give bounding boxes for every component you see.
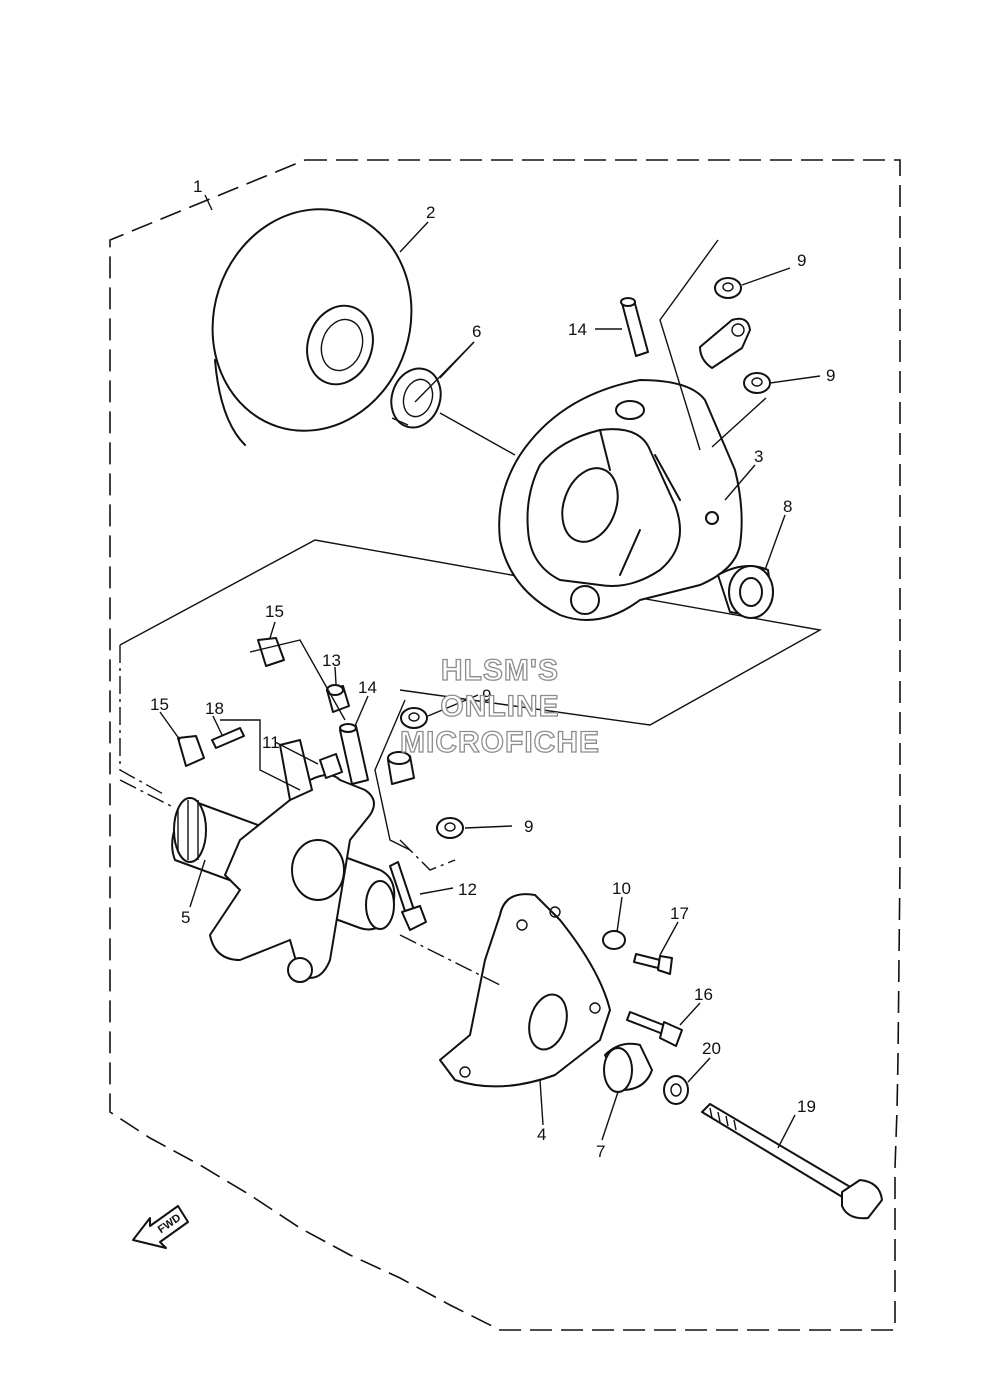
- part-6-bushing: [390, 367, 442, 429]
- part-4-cover: [439, 893, 611, 1088]
- weight-arm: [699, 317, 751, 369]
- callout-9c: 9: [482, 686, 491, 705]
- part-9-washer-c: [400, 707, 428, 729]
- callout-labels: 1 2 3 4 5 6 7 8 9 9 9 9 10 11 12 13 14 1…: [150, 177, 835, 1161]
- callout-3: 3: [754, 447, 763, 466]
- callout-5: 5: [181, 908, 190, 927]
- callout-16: 16: [694, 985, 713, 1004]
- part-5-spider: [171, 739, 396, 983]
- subassembly-boundary: [119, 539, 823, 726]
- part-15-slider-upper: [257, 637, 285, 667]
- part-17-bolt: [633, 953, 673, 975]
- callout-1: 1: [193, 177, 202, 196]
- callout-11: 11: [262, 733, 280, 752]
- callout-6: 6: [472, 322, 481, 341]
- part-14-pin-upper: [620, 297, 649, 357]
- part-9-washer-a: [714, 277, 742, 299]
- assembly-boundary: [109, 159, 901, 1331]
- callout-9d: 9: [524, 817, 533, 836]
- callout-2: 2: [426, 203, 435, 222]
- forward-arrow-icon: FWD: [132, 1205, 189, 1249]
- roller-bushing: [387, 751, 415, 785]
- callout-19: 19: [797, 1097, 816, 1116]
- part-11-set-screw: [319, 753, 343, 779]
- callout-18: 18: [205, 699, 224, 718]
- callout-7: 7: [596, 1142, 605, 1161]
- callout-15b: 15: [150, 695, 169, 714]
- callout-17: 17: [670, 904, 689, 923]
- part-19-long-bolt: [701, 1103, 883, 1220]
- callout-15a: 15: [265, 602, 284, 621]
- part-15-slider-lower: [177, 735, 205, 767]
- subassembly-boundary-left: [119, 645, 166, 796]
- callout-14b: 14: [358, 678, 377, 697]
- part-13-nut: [326, 684, 350, 713]
- part-12-bolt: [389, 861, 427, 931]
- callout-13: 13: [322, 651, 341, 670]
- part-7-roller: [603, 1042, 653, 1093]
- callout-9b: 9: [826, 366, 835, 385]
- part-18-roll-pin: [211, 727, 245, 749]
- part-9-washer-d: [436, 817, 464, 839]
- watermark-line-3: MICROFICHE: [400, 726, 600, 759]
- callout-8: 8: [783, 497, 792, 516]
- watermark-line-2: ONLINE: [440, 690, 559, 723]
- part-9-washer-b: [743, 372, 771, 394]
- watermark: HLSM'S ONLINE MICROFICHE: [399, 653, 600, 759]
- callout-20: 20: [702, 1039, 721, 1058]
- callout-12: 12: [458, 880, 477, 899]
- leader-lines: [159, 194, 821, 1149]
- watermark-line-1: HLSM'S: [441, 654, 559, 687]
- part-3-movable-sheave: [498, 379, 743, 621]
- part-10-washer: [602, 930, 626, 950]
- callout-4: 4: [537, 1125, 546, 1144]
- part-2-fixed-sheave: [211, 208, 413, 446]
- part-8-roller: [717, 565, 774, 619]
- callout-14a: 14: [568, 320, 587, 339]
- part-20-lock-washer: [663, 1075, 689, 1105]
- callout-9a: 9: [797, 251, 806, 270]
- callout-10: 10: [612, 879, 631, 898]
- part-16-bolt: [626, 1011, 683, 1047]
- part-14-pin-lower: [339, 723, 369, 785]
